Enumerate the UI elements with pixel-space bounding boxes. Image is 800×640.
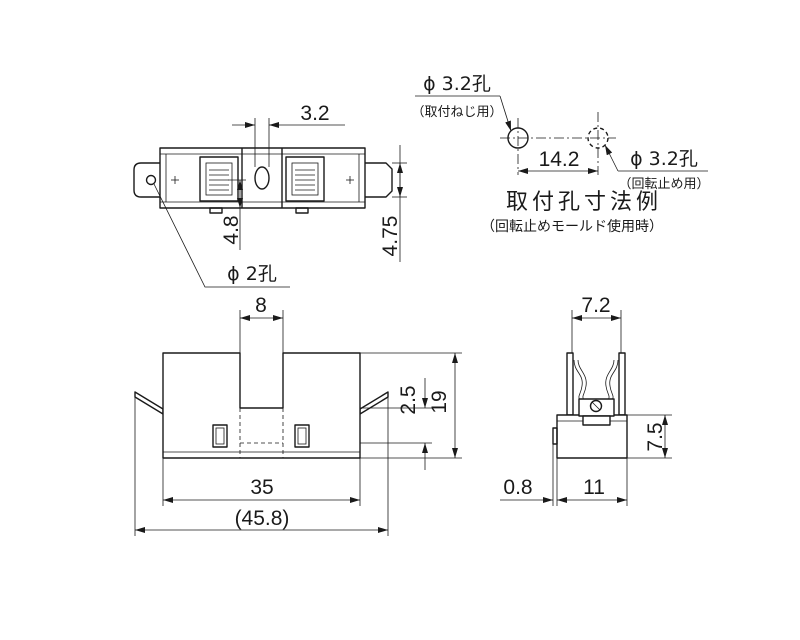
left-spring-inner [577, 359, 587, 401]
left-clip-spring [205, 162, 233, 196]
overall-length-dimension: (45.8) [235, 507, 290, 530]
mounting-slot [254, 166, 270, 190]
slot-width-dimension: 3.2 [300, 102, 329, 125]
right-bottom-tab [295, 207, 309, 214]
left-window-inner [215, 427, 225, 445]
left-terminal-blade [134, 391, 164, 415]
right-clip-housing [285, 156, 325, 202]
left-clip-plate [566, 352, 574, 416]
right-window [294, 424, 310, 448]
anti-rotation-hole-note: （回転止め用） [618, 177, 709, 192]
anti-rotation-hole-leader [604, 144, 619, 172]
right-spring-outer [609, 359, 619, 401]
terminal-block-base [582, 415, 611, 426]
plan-view: 3.2 4.8 4.75 ϕ 2孔 [133, 102, 407, 288]
terminal-hole [145, 174, 157, 186]
notch-depth-dimension: 2.5 [397, 385, 420, 414]
screw-hole-label: ϕ 3.2孔 [423, 73, 491, 95]
mounting-hole-example: ϕ 3.2孔 （取付ねじ用） 14.2 ϕ 3.2孔 （回転止め用） 取付孔寸法… [411, 73, 709, 235]
front-body-outline [162, 352, 361, 459]
right-terminal-blade [359, 391, 389, 415]
screw-hole-leader [499, 95, 512, 132]
left-window [212, 424, 228, 448]
terminal-screw-slot [591, 401, 601, 411]
notch-width-dimension: 8 [255, 294, 267, 317]
left-terminal-tab [133, 162, 160, 198]
mounting-hole-subtitle: （回転止めモールド使用時） [481, 218, 663, 235]
base-height-dimension: 7.5 [644, 422, 667, 451]
terminal-screw [589, 399, 603, 413]
side-protrusion [552, 427, 558, 445]
left-clip-housing [199, 156, 239, 202]
terminal-block [578, 398, 615, 417]
screw-hole-note: （取付ねじ用） [411, 105, 502, 120]
clip-width-dimension: 7.2 [581, 294, 610, 317]
side-view: 7.2 7.5 11 0.8 [500, 294, 672, 506]
left-spring-outer [573, 359, 583, 401]
mounting-hole-title: 取付孔寸法例 [506, 190, 662, 215]
right-clip-spring [291, 162, 319, 196]
body-length-dimension: 35 [250, 476, 273, 499]
front-view: 8 2.5 19 35 (45.8) [134, 294, 462, 536]
right-spring-inner [605, 359, 615, 401]
plan-body-outline [159, 147, 366, 209]
right-window-inner [297, 427, 307, 445]
hole-pitch-dimension: 14.2 [539, 148, 580, 171]
anti-rotation-hole-label: ϕ 3.2孔 [630, 148, 698, 170]
right-terminal-tab [365, 162, 393, 198]
terminal-hole-label: ϕ 2孔 [227, 263, 277, 285]
width-dimension: 11 [583, 476, 605, 499]
height-dimension: 19 [428, 390, 451, 413]
protrusion-dimension: 0.8 [503, 476, 532, 499]
right-clip-plate [618, 352, 626, 416]
left-bottom-tab [209, 207, 223, 214]
terminal-hole-leader [153, 183, 290, 288]
hole-offset-dimension: 4.8 [220, 215, 243, 244]
tab-height-dimension: 4.75 [379, 216, 402, 257]
